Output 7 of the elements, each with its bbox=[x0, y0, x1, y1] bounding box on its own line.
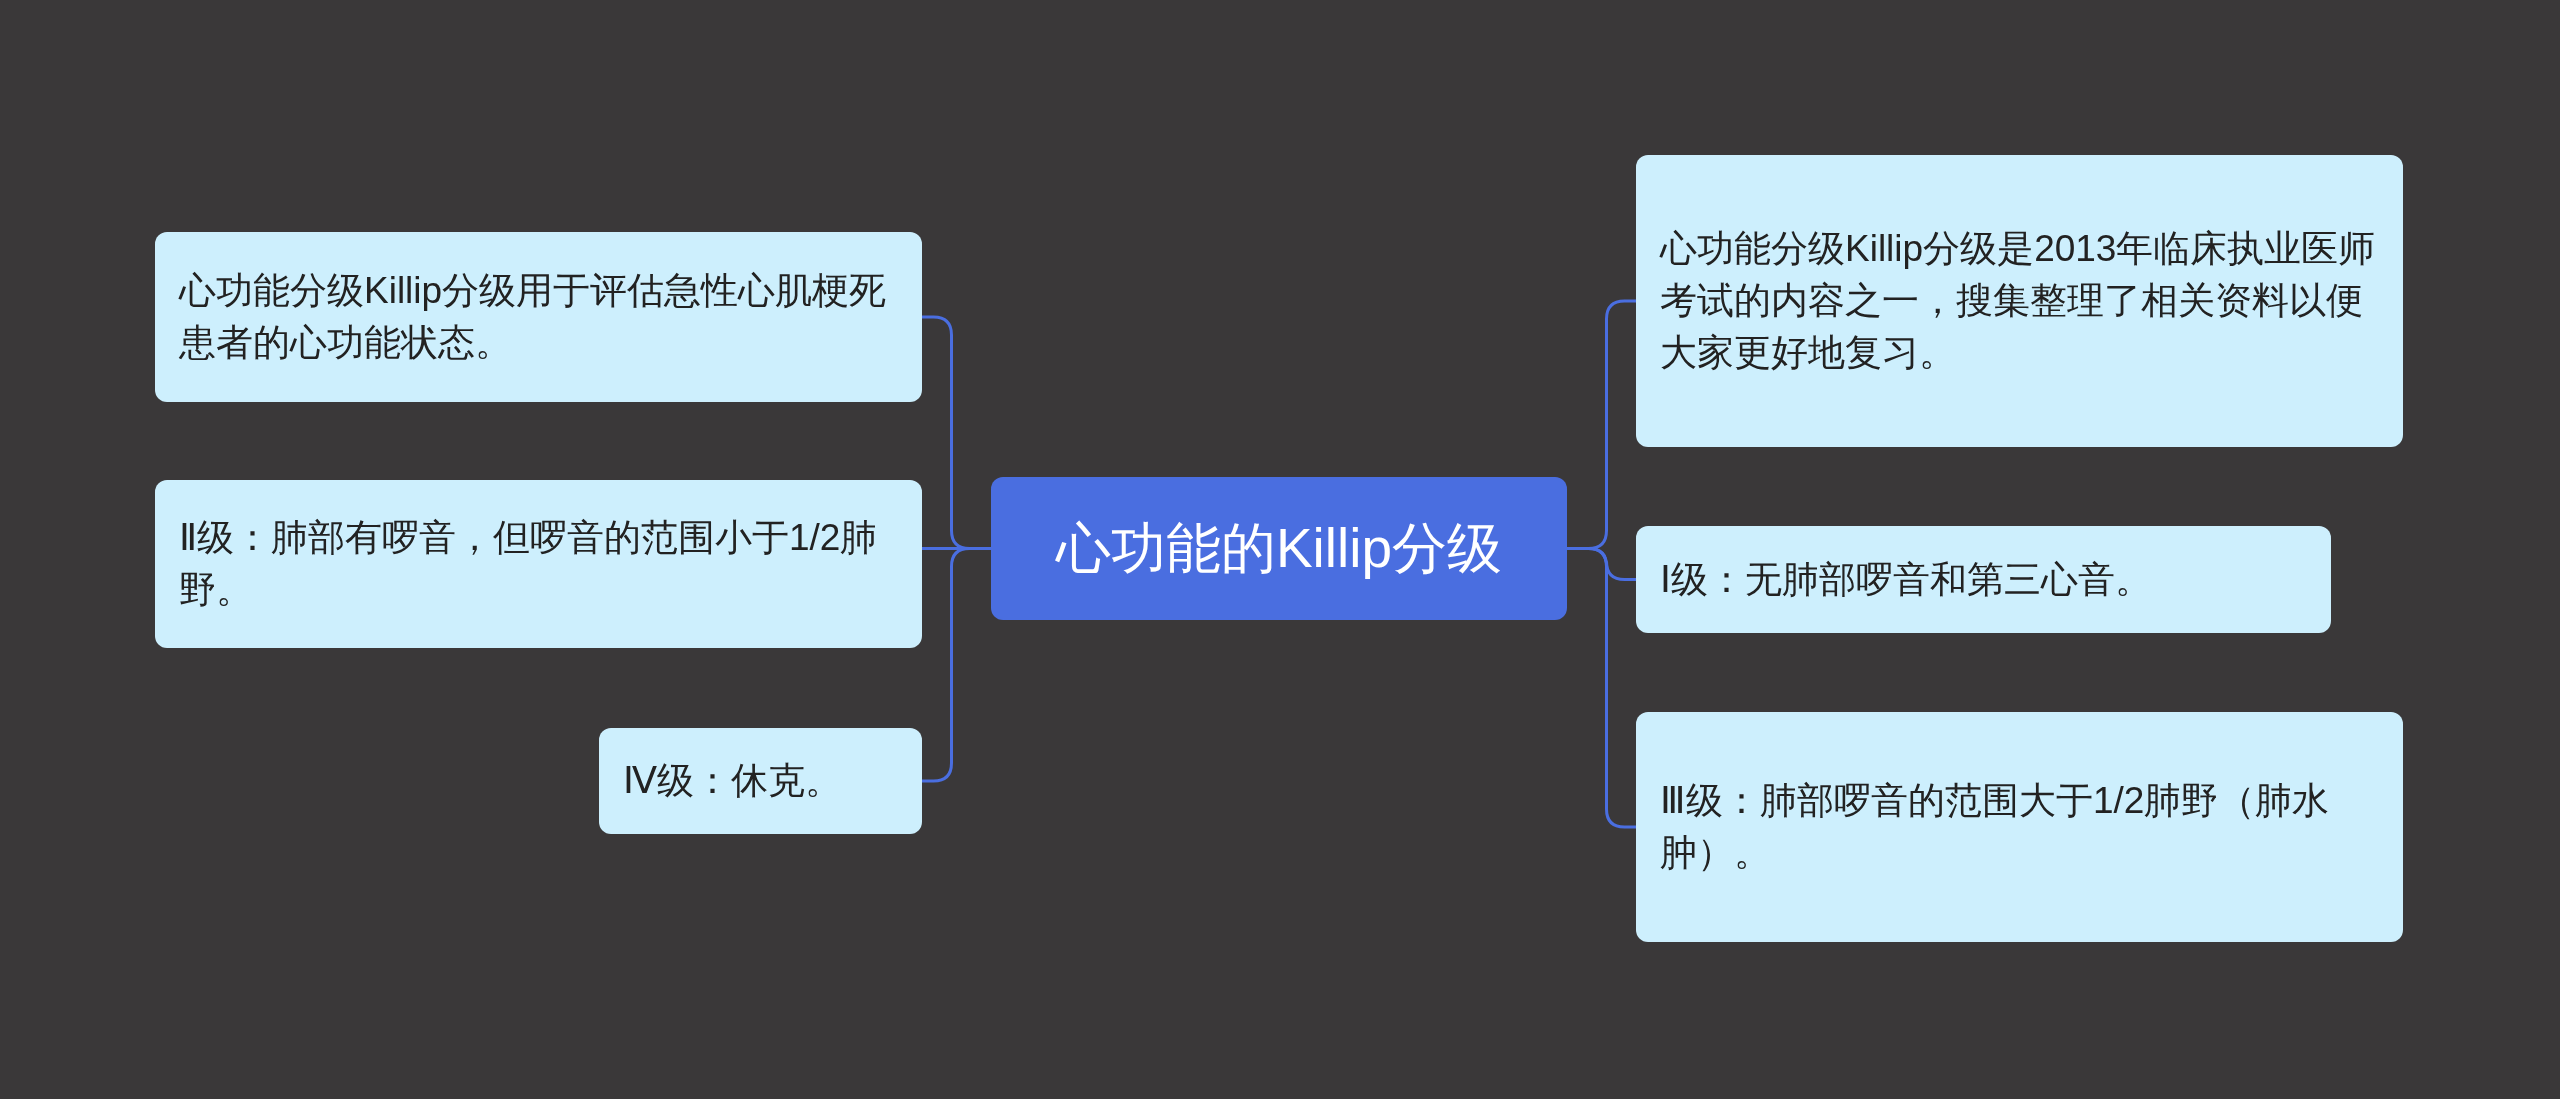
central-topic: 心功能的Killip分级 bbox=[991, 477, 1567, 620]
topic-box: Ⅰ级：无肺部啰音和第三心音。 bbox=[1636, 526, 2331, 633]
topic-box: Ⅲ级：肺部啰音的范围大于1/2肺野（肺水肿）。 bbox=[1636, 712, 2403, 942]
topic-box: Ⅱ级：肺部有啰音，但啰音的范围小于1/2肺野。 bbox=[155, 480, 922, 648]
topic-box: Ⅳ级：休克。 bbox=[599, 728, 922, 834]
topic-box: 心功能分级Killip分级是2013年临床执业医师考试的内容之一，搜集整理了相关资料以便大家更好地复习。 bbox=[1636, 155, 2403, 447]
topic-box: 心功能分级Killip分级用于评估急性心肌梗死患者的心功能状态。 bbox=[155, 232, 922, 402]
